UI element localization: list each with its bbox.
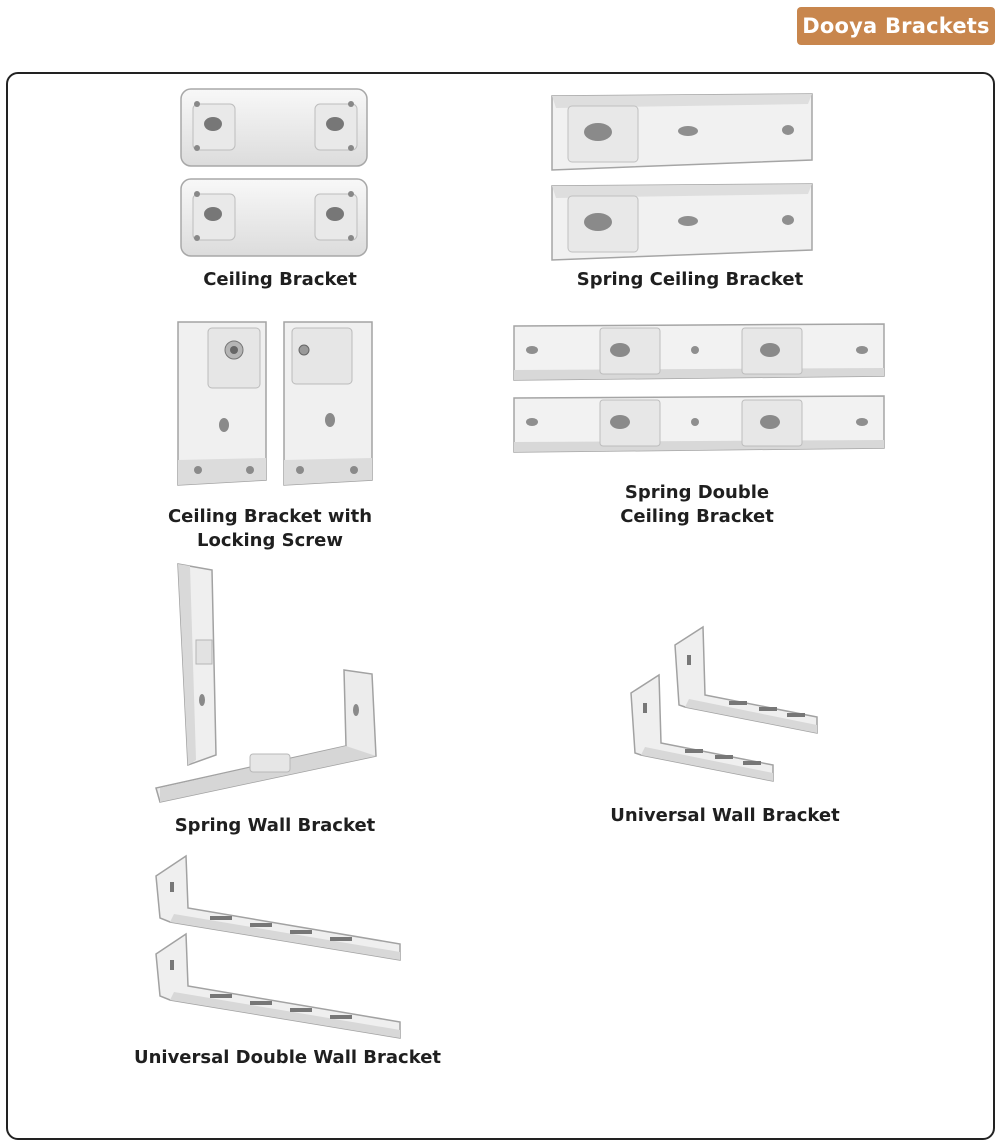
ceiling-bracket-label: Ceiling Bracket [203,269,357,290]
ceiling-bracket-image [180,88,368,257]
universal-double-wall-bracket-image [155,854,401,1039]
spring-ceiling-bracket-label: Spring Ceiling Bracket [576,269,804,290]
ceiling-bracket-locking-screw-image [177,321,373,486]
spring-double-ceiling-bracket-label: Spring Double Ceiling Bracket [620,482,774,527]
spring-ceiling-bracket-image [551,93,813,261]
ceiling-bracket-locking-screw-label: Ceiling Bracket with Locking Screw [167,506,373,551]
spring-double-ceiling-bracket-image [513,323,885,453]
header-badge: Dooya Brackets [797,7,995,45]
universal-double-wall-bracket-label: Universal Double Wall Bracket [133,1047,442,1068]
spring-wall-bracket-image [155,563,377,803]
universal-wall-bracket-image [630,625,818,782]
spring-wall-bracket-label: Spring Wall Bracket [174,815,376,836]
universal-wall-bracket-label: Universal Wall Bracket [610,805,840,826]
